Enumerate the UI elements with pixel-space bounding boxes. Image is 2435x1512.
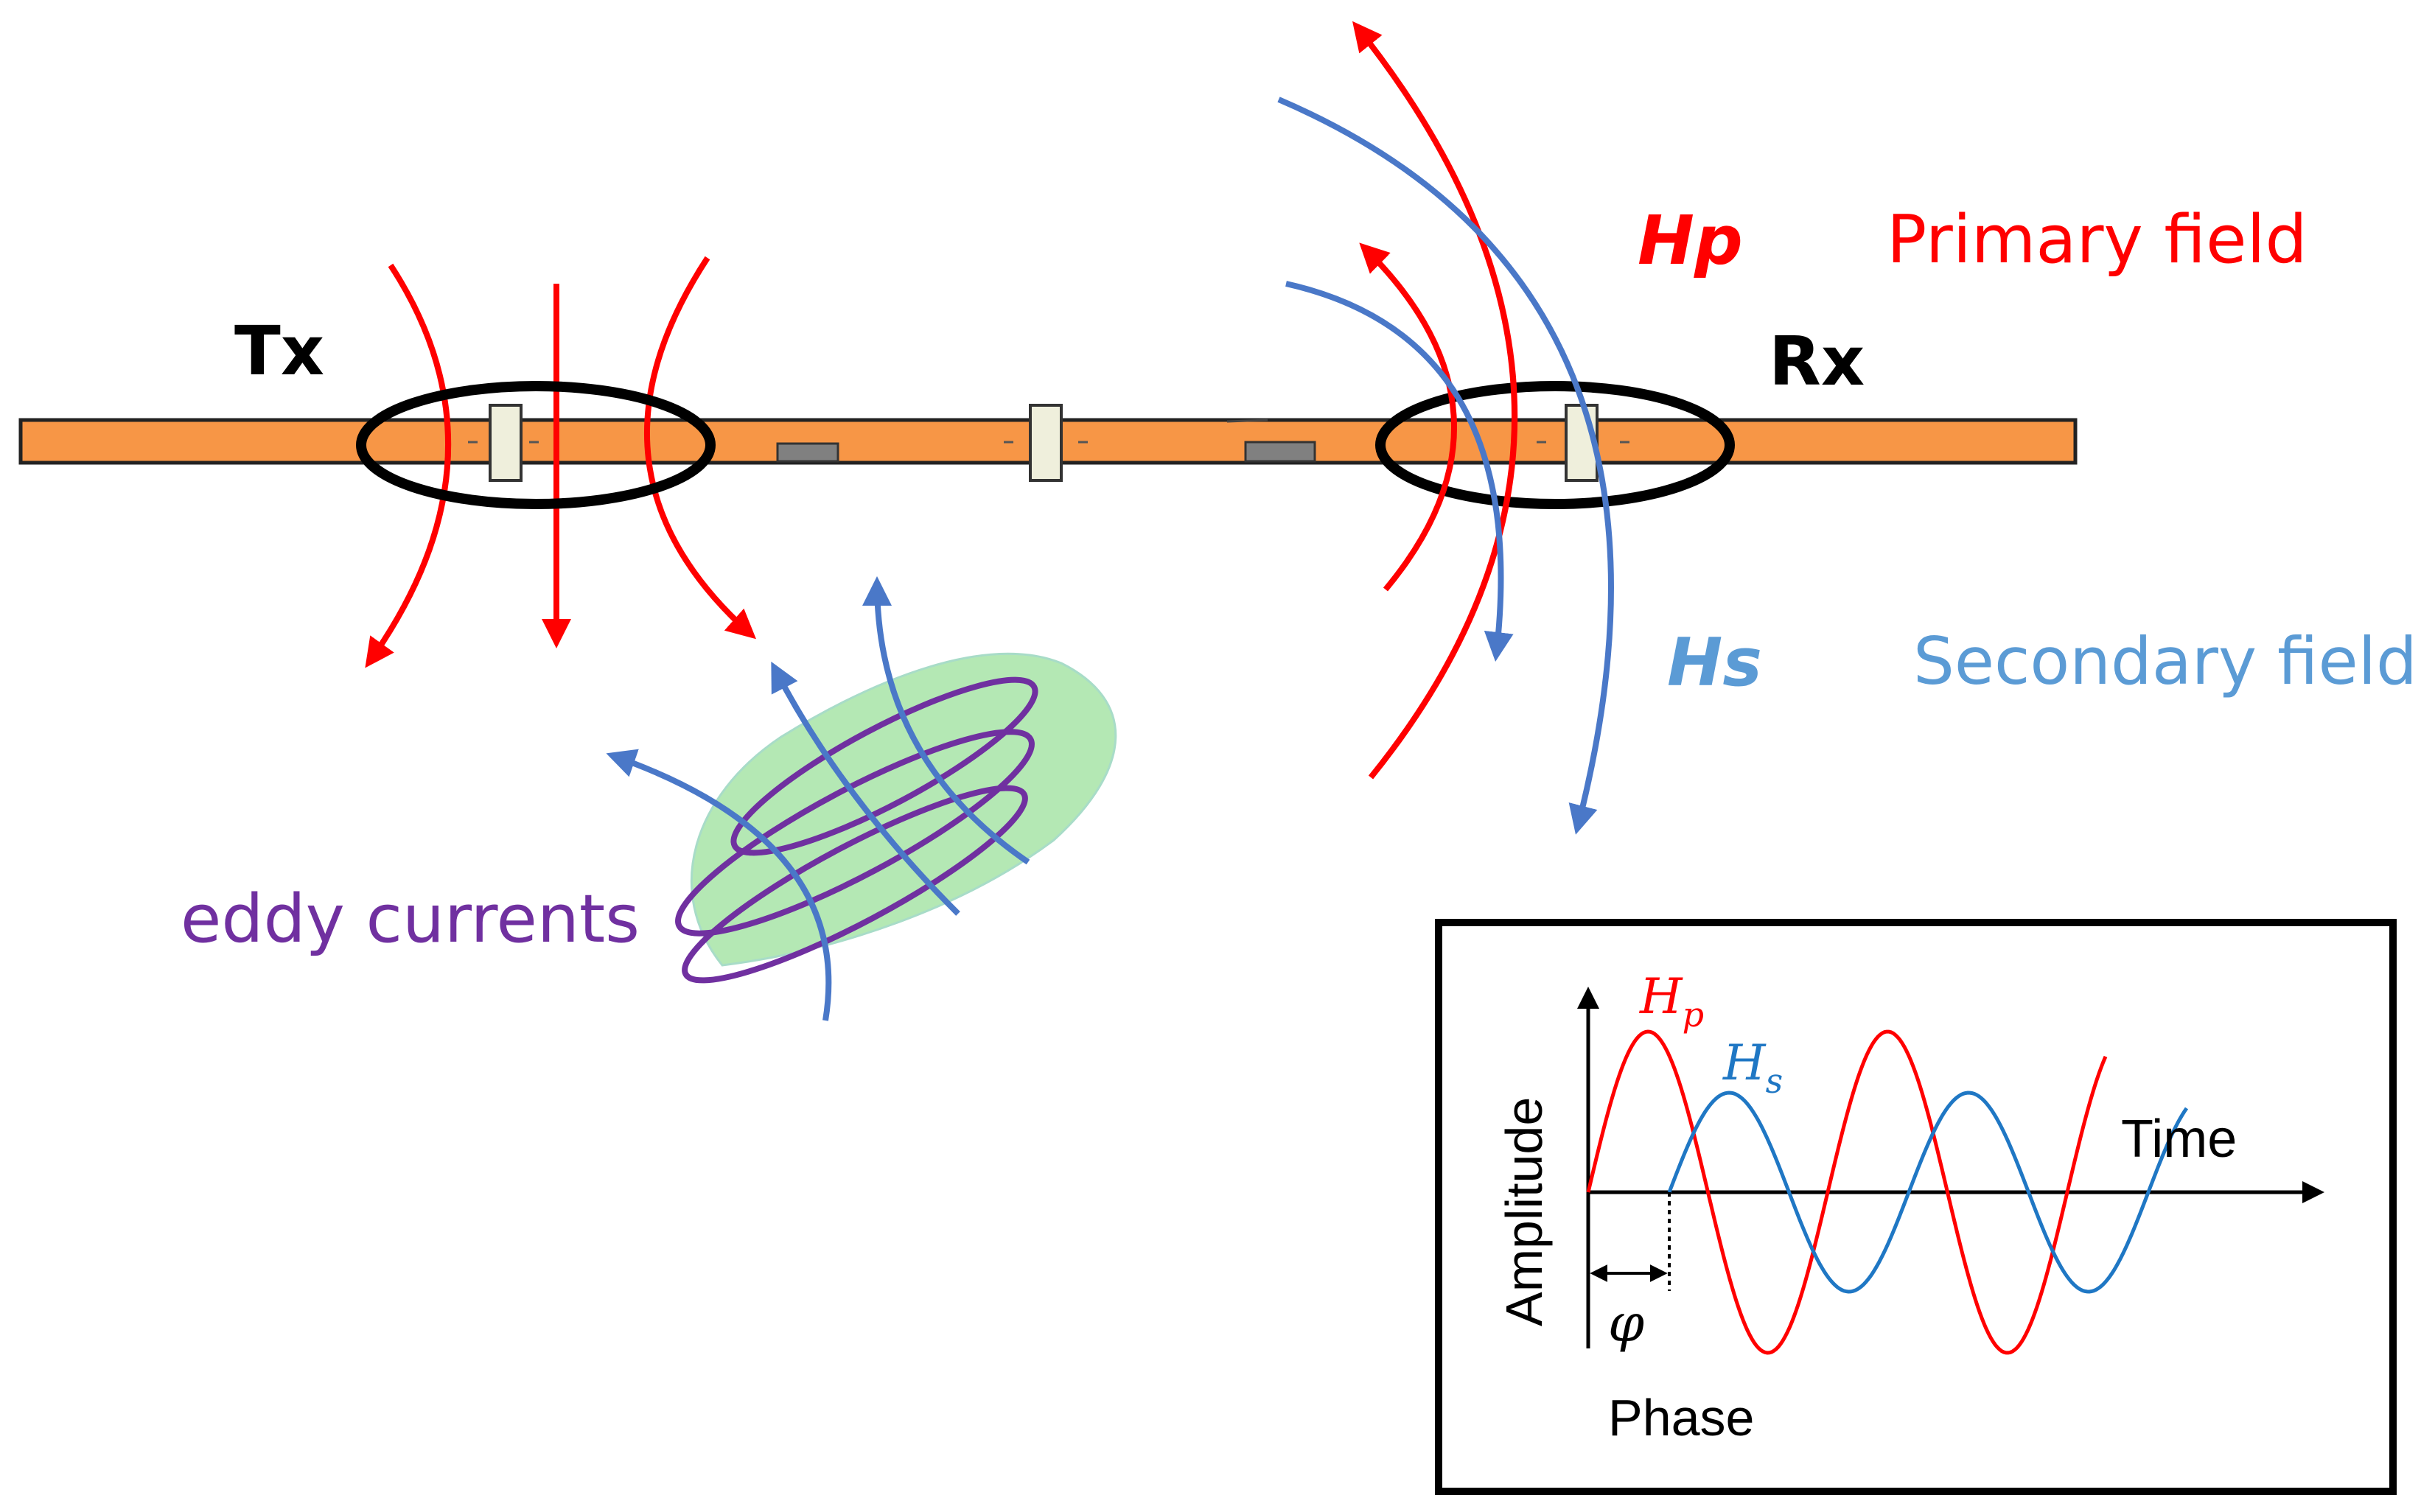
boom-spacer xyxy=(1244,441,1316,463)
tx-label: Tx xyxy=(234,312,324,391)
hs-waveform xyxy=(1667,1091,2189,1294)
secondary-field-label: Secondary field xyxy=(1913,623,2417,699)
tx-sensor-icon xyxy=(489,404,523,482)
hp-label: Hp xyxy=(1638,201,1743,280)
eddy-currents-label: eddy currents xyxy=(181,881,640,958)
eddy-secondary-field-lines xyxy=(606,576,1030,1021)
hs-label: Hs xyxy=(1667,624,1762,701)
primary-field-label: Primary field xyxy=(1887,201,2308,279)
phase-label: Phase xyxy=(1608,1389,1754,1446)
eddy-current-loops xyxy=(675,676,1038,984)
rx-secondary-field-lines xyxy=(1277,97,1614,835)
time-label: Time xyxy=(2121,1110,2237,1169)
hp-waveform xyxy=(1586,1029,2108,1355)
tx-primary-field-lines xyxy=(365,256,756,668)
boom-spacer xyxy=(776,442,839,463)
phase-waveform-inset: Amplitude Time Phase φ Hp Hs xyxy=(1435,919,2397,1495)
mid-sensor-icon xyxy=(1029,404,1063,482)
hp-inset-label: Hp xyxy=(1639,968,1704,1035)
rx-coil-icon xyxy=(1375,381,1735,509)
phase-symbol: φ xyxy=(1608,1293,1644,1354)
rx-primary-field-lines xyxy=(1352,21,1518,780)
amplitude-label: Amplitude xyxy=(1495,1097,1553,1326)
tx-coil-icon xyxy=(356,381,716,509)
inset-frame xyxy=(1435,919,2397,1495)
hs-inset-label: Hs xyxy=(1722,1035,1783,1101)
rx-label: Rx xyxy=(1769,322,1865,401)
